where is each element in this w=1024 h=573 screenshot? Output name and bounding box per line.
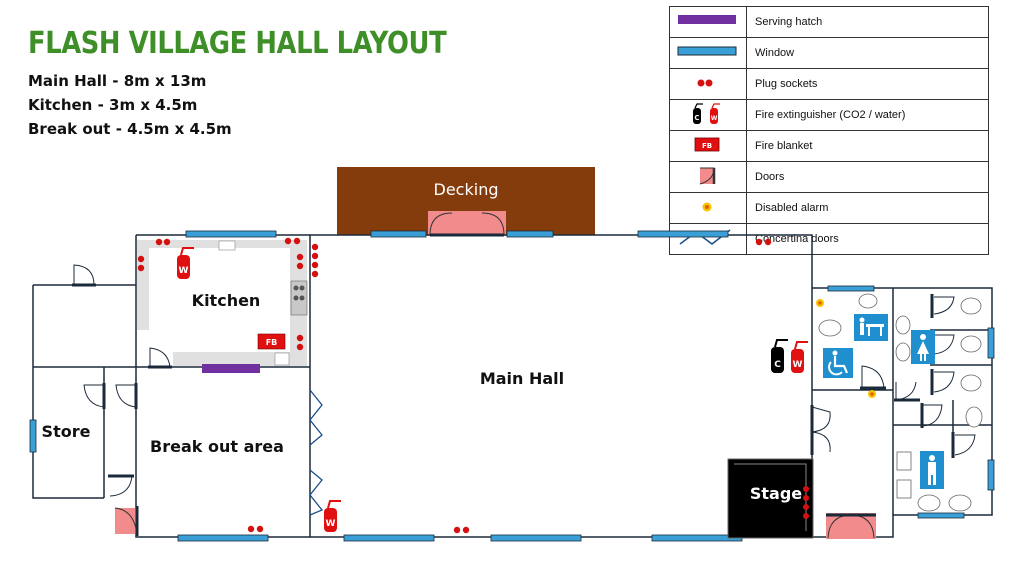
kitchen-door[interactable] <box>148 347 172 369</box>
fire-extinguisher-icon: W <box>177 247 194 279</box>
toilet-entrance-door[interactable] <box>810 405 831 455</box>
ladies-toilet-door[interactable] <box>894 381 920 402</box>
fire-extinguisher-icon: C <box>771 339 788 373</box>
cubicle-door[interactable] <box>930 369 955 395</box>
legend-row-disabled-alarm: Disabled alarm <box>669 192 989 224</box>
decking-label: Decking <box>434 180 499 199</box>
gents-sign-icon <box>920 451 944 489</box>
baby-change-sign-icon <box>854 314 888 341</box>
fire-blanket-letters: FB <box>702 142 712 150</box>
wheelchair-sign-icon <box>823 348 853 378</box>
cooker-hobs <box>293 285 305 301</box>
legend-label: Fire extinguisher (CO2 / water) <box>746 99 989 131</box>
decking-double-door[interactable] <box>428 211 506 237</box>
store-lower-door[interactable] <box>108 474 134 497</box>
stage-area <box>727 458 814 539</box>
dimension-break-out: Break out - 4.5m x 4.5m <box>28 120 232 138</box>
legend-label: Concertina doors <box>746 223 989 255</box>
fire-extinguisher-icon: W <box>324 500 341 532</box>
plug-sockets <box>137 237 812 534</box>
window-icon <box>669 37 747 69</box>
disabled-alarm-icon <box>669 192 747 224</box>
dimension-kitchen: Kitchen - 3m x 4.5m <box>28 96 198 114</box>
water-letter: W <box>711 115 718 122</box>
kitchen-sink <box>218 240 236 251</box>
gents-toilet-door[interactable] <box>920 403 943 428</box>
break-out-label: Break out area <box>150 437 284 456</box>
fire-blanket-letters: FB <box>266 338 278 347</box>
serving-hatch-icon <box>669 6 747 38</box>
toilet-icon <box>960 297 982 315</box>
fire-exit-door[interactable] <box>114 506 139 536</box>
ladies-sign-icon <box>911 330 935 364</box>
concertina-door-icon <box>669 223 747 255</box>
legend-row-doors: Doors <box>669 161 989 193</box>
store-label: Store <box>42 422 91 441</box>
concertina-door-icon[interactable] <box>309 389 324 516</box>
legend-label: Fire blanket <box>746 130 989 162</box>
fire-blanket-icon: FB <box>257 333 286 350</box>
toilet-fixtures <box>818 293 983 512</box>
page-title: FLASH VILLAGE HALL LAYOUT <box>28 26 447 61</box>
store-walls <box>32 284 136 499</box>
legend-row-fire-extinguisher: C W Fire extinguisher (CO2 / water) <box>669 99 989 131</box>
break-out-inner-door[interactable] <box>115 383 138 409</box>
disabled-alarm-icon <box>816 299 824 307</box>
toilet-icon <box>965 406 983 428</box>
basin-icon <box>948 494 972 512</box>
kitchen-label: Kitchen <box>192 291 261 310</box>
dimension-main-hall: Main Hall - 8m x 13m <box>28 72 207 90</box>
water-letter: W <box>326 519 336 529</box>
windows <box>29 230 995 542</box>
door-icon <box>669 161 747 193</box>
accessible-toilet-door[interactable] <box>860 365 886 390</box>
water-letter: W <box>179 266 189 276</box>
cooker-icon <box>290 280 308 316</box>
disabled-alarm-icon <box>868 390 876 398</box>
main-hall-label: Main Hall <box>480 369 564 388</box>
legend: Serving hatch Window Plug sockets C W Fi… <box>669 6 989 255</box>
basin-icon <box>895 342 911 362</box>
legend-label: Window <box>746 37 989 69</box>
fire-blanket-icon: FB <box>669 130 747 162</box>
basin-icon <box>917 494 941 512</box>
store-entrance-door[interactable] <box>72 264 96 287</box>
fire-exit-double-door[interactable] <box>826 513 876 539</box>
legend-row-fire-blanket: FB Fire blanket <box>669 130 989 162</box>
basin-icon <box>858 293 878 309</box>
toilet-icon <box>818 319 842 337</box>
legend-row-concertina-doors: Concertina doors <box>669 223 989 255</box>
cubicle-door[interactable] <box>951 432 976 458</box>
stage-plug-sockets <box>803 486 809 519</box>
water-letter: W <box>793 360 803 370</box>
urinal-icon <box>896 479 912 499</box>
legend-row-window: Window <box>669 37 989 69</box>
plug-socket-icon <box>669 68 747 100</box>
toilet-icon <box>960 374 982 392</box>
fire-extinguisher-icon: W <box>791 341 808 373</box>
kitchen-breakout-walls <box>135 234 310 538</box>
cubicle-door[interactable] <box>930 332 955 358</box>
stage-label: Stage <box>750 484 802 503</box>
cubicle-door[interactable] <box>930 294 955 318</box>
store-door[interactable] <box>83 383 106 409</box>
toilet-icon <box>960 335 982 353</box>
co2-letter: C <box>774 360 781 370</box>
serving-hatch <box>202 364 260 373</box>
legend-label: Disabled alarm <box>746 192 989 224</box>
urinal-icon <box>896 451 912 471</box>
kitchen-sink <box>274 352 290 366</box>
basin-icon <box>895 315 911 335</box>
co2-letter: C <box>694 114 699 122</box>
